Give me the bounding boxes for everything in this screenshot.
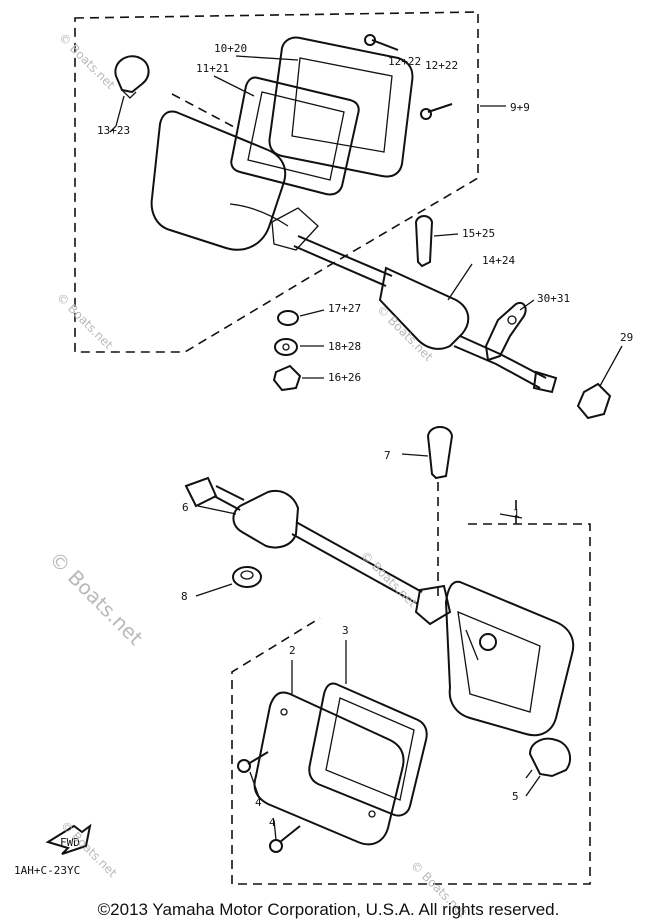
- upper-bulb: [114, 55, 150, 127]
- callout-c-29: 29: [620, 331, 633, 344]
- upper-pin: [414, 215, 434, 268]
- copyright-text: ©2013 Yamaha Motor Corporation, U.S.A. A…: [97, 900, 560, 919]
- upper-screws: [364, 34, 453, 120]
- callout-c-11-21: 11+21: [196, 62, 229, 75]
- lower-housing: [444, 513, 575, 737]
- upper-nut: [576, 382, 612, 420]
- upper-lens: [268, 36, 414, 178]
- watermark-text: © Boats.net: [54, 290, 116, 352]
- upper-washers: [272, 310, 302, 392]
- lower-wire: [184, 476, 452, 626]
- upper-callouts: 10+20 12+22 12+22 11+21 9+9 13+23 15+25 14+24 30…: [97, 42, 633, 384]
- watermark-text: © Boats.net: [358, 548, 420, 610]
- callout-c-18-28: 18+28: [328, 340, 361, 353]
- callout-c-10-20: 10+20: [214, 42, 247, 55]
- watermarks: © Boats.net © Boats.net © Boats.net © Boats…: [44, 30, 469, 920]
- callout-c-4a: 4: [255, 796, 262, 809]
- watermark-text: © Boats.net: [44, 547, 147, 650]
- lower-lens: [253, 660, 405, 846]
- fwd-arrow-icon: FWD: [45, 823, 92, 855]
- lower-pin: [401, 426, 454, 600]
- callout-c-17-27: 17+27: [328, 302, 361, 315]
- callout-c-12-22a: 12+22: [388, 55, 421, 68]
- callout-c-16-26: 16+26: [328, 371, 361, 384]
- callout-c-13-23: 13+23: [97, 124, 130, 137]
- lower-bulb: [525, 737, 572, 797]
- watermark-text: © Boats.net: [56, 30, 118, 92]
- upper-bracket: [484, 302, 527, 362]
- callout-c-8: 8: [181, 590, 188, 603]
- upper-housing: [150, 110, 319, 251]
- callout-c-9-9: 9+9: [510, 101, 530, 114]
- diagram-code: 1AH+C-23YC: [14, 864, 80, 877]
- upper-leaders: [109, 55, 623, 387]
- callout-c-7: 7: [384, 449, 391, 462]
- fwd-label: FWD: [60, 836, 80, 849]
- lower-gasket: [308, 640, 428, 817]
- callout-c-6: 6: [182, 501, 189, 514]
- watermark-text: © Boats.net: [374, 302, 436, 364]
- upper-wire: [293, 235, 558, 394]
- callout-c-15-25: 15+25: [462, 227, 495, 240]
- callout-c-4b: 4: [269, 816, 276, 829]
- lower-screws: [237, 751, 301, 853]
- callout-c-30-31: 30+31: [537, 292, 570, 305]
- lower-grommet: [195, 566, 262, 597]
- callout-c-2: 2: [289, 644, 296, 657]
- callout-c-12-22b: 12+22: [425, 59, 458, 72]
- lower-assembly-outline: [231, 500, 591, 885]
- callout-c-1: 1: [513, 507, 520, 520]
- upper-gasket: [230, 76, 360, 196]
- callout-c-5: 5: [512, 790, 519, 803]
- callout-c-3: 3: [342, 624, 349, 637]
- lower-callouts: 7 1 6 8 3 2 44 5: [181, 449, 520, 829]
- callout-c-14-24: 14+24: [482, 254, 515, 267]
